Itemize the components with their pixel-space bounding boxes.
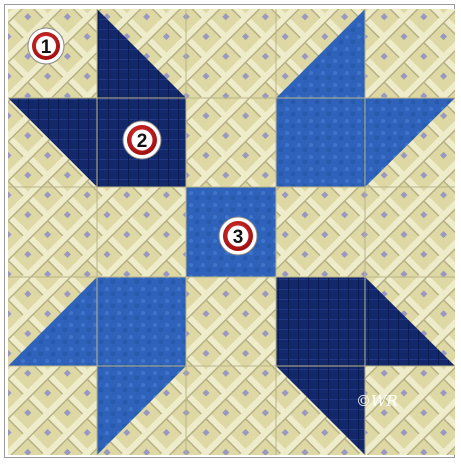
quilt-block: 1 2 3 ©WR [8, 9, 455, 455]
badge-1-label: 1 [41, 37, 52, 58]
badge-2: 2 [123, 121, 161, 159]
badge-3: 3 [219, 217, 257, 255]
copyright-watermark: ©WR [356, 392, 398, 410]
badge-1: 1 [28, 28, 64, 64]
badge-3-label: 3 [233, 227, 244, 248]
badge-2-label: 2 [137, 131, 148, 152]
